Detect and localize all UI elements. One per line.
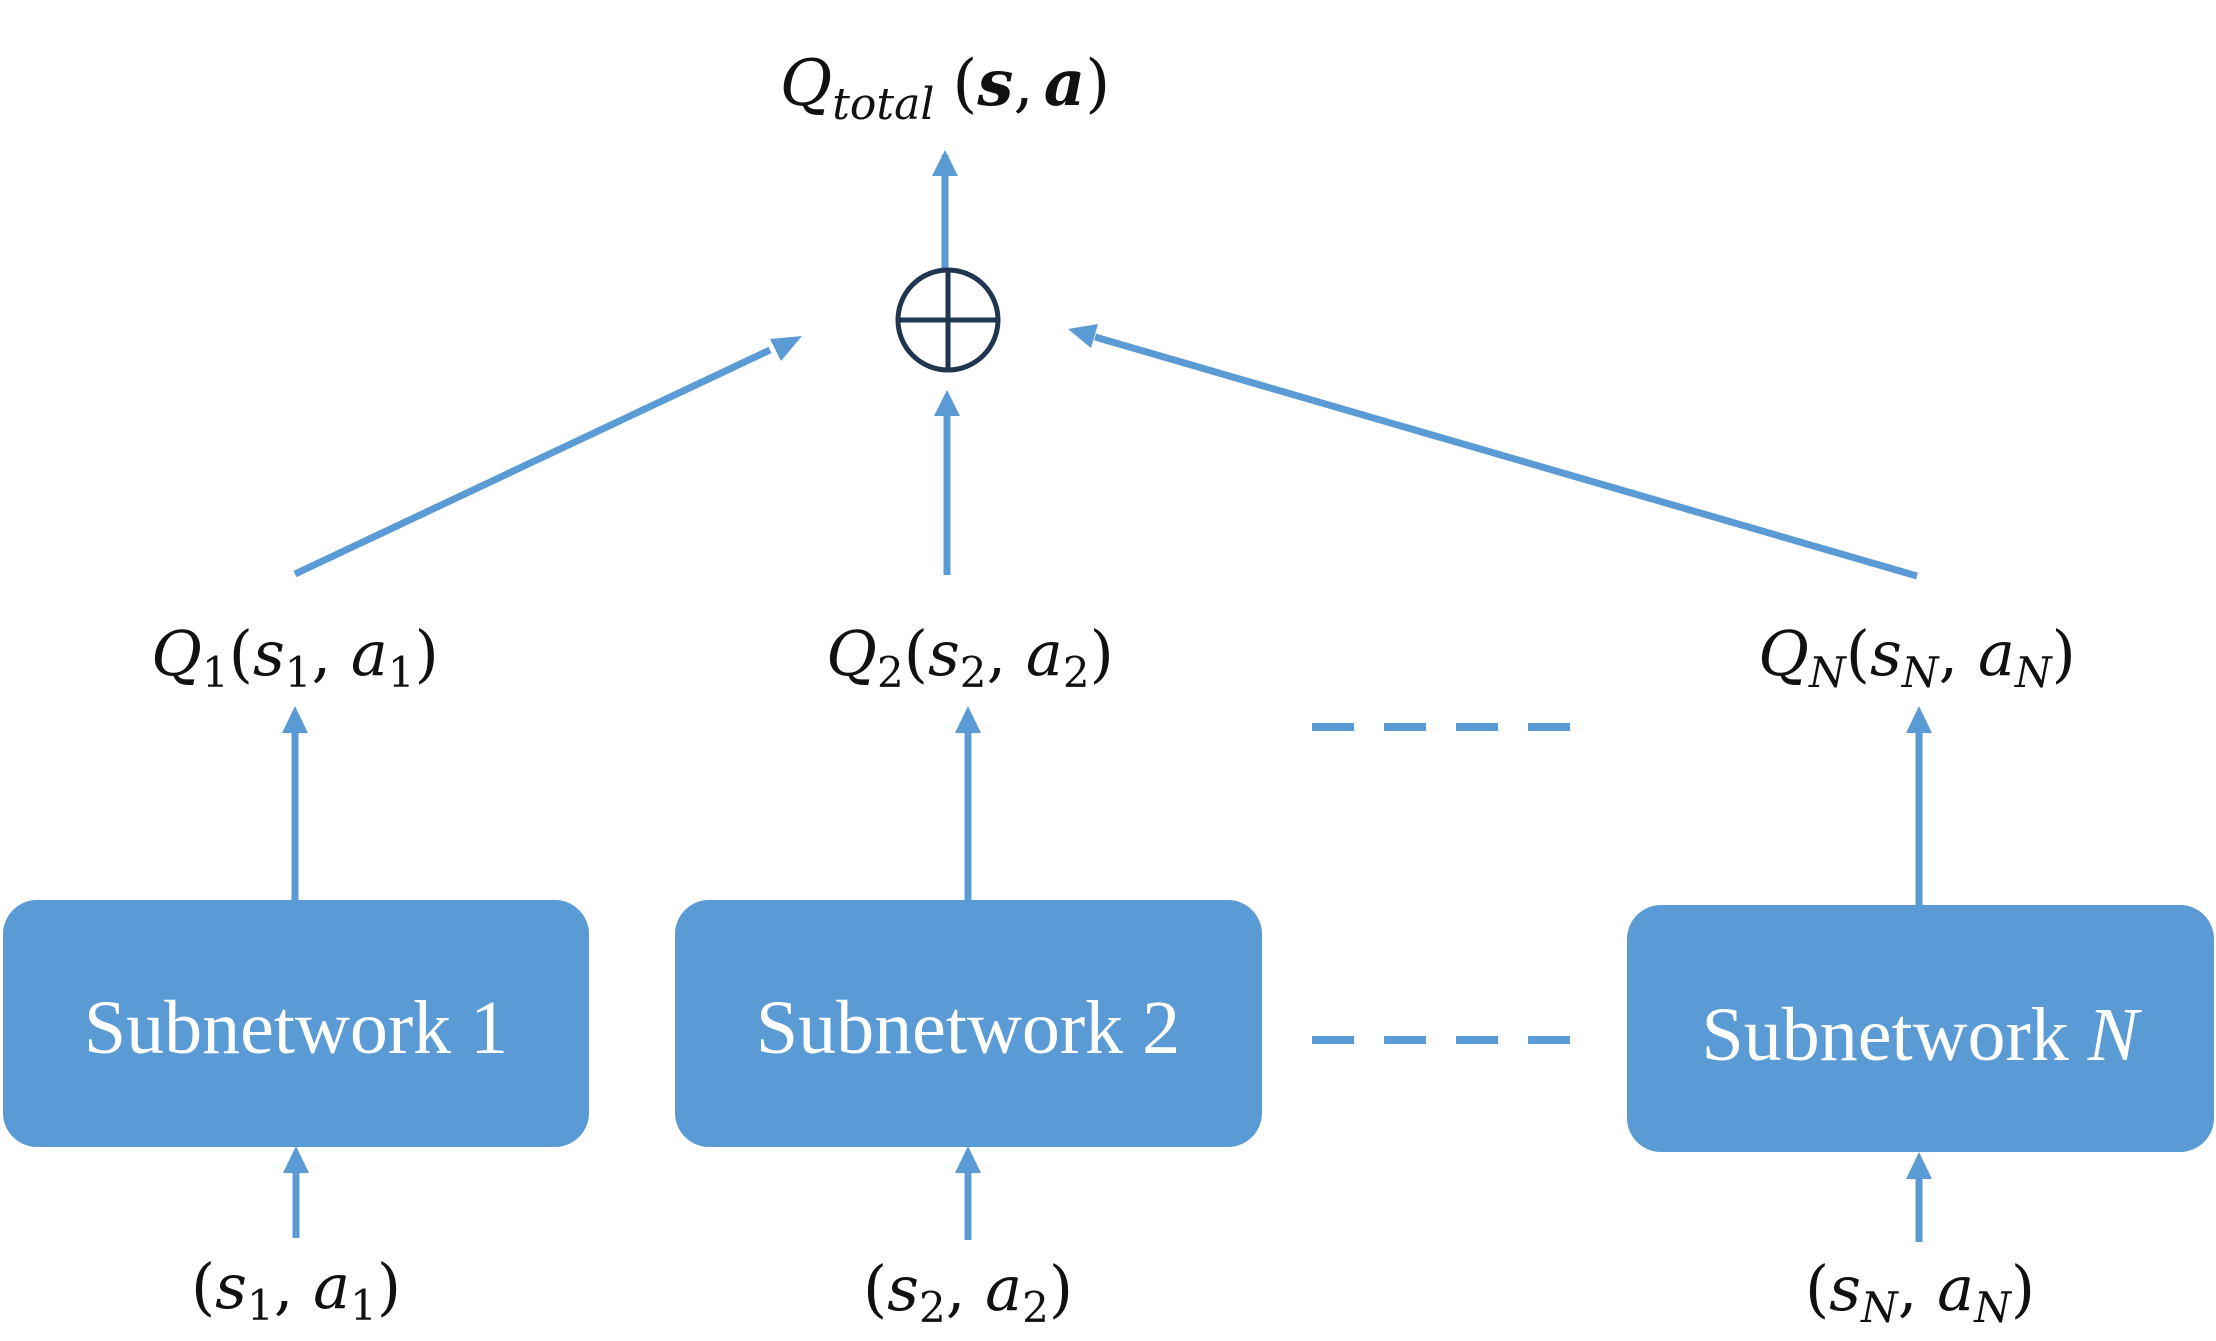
q-label-n: QN(sN, aN) — [1758, 617, 2076, 697]
input-label-1: (s1, a1) — [191, 1250, 401, 1330]
subnetwork-box-1: Subnetwork 1 — [3, 900, 589, 1147]
input-label-n: (sN, aN) — [1805, 1252, 2035, 1332]
q2-a: a — [1026, 617, 1063, 690]
inputn-s: s — [1829, 1252, 1861, 1325]
qn-s: s — [1870, 617, 1902, 690]
inputn-a: a — [1937, 1252, 1974, 1325]
output-q: Q — [780, 47, 832, 121]
subnetwork-box-2: Subnetwork 2 — [675, 900, 1262, 1147]
input2-a: a — [985, 1252, 1022, 1325]
output-close-paren: ) — [1085, 47, 1110, 121]
arrowhead-input2-to-subnet2 — [955, 1146, 981, 1173]
arrow-q1-to-sum — [293, 346, 772, 578]
circled-plus-icon — [895, 267, 1001, 373]
q1-a-subscript: 1 — [388, 648, 415, 697]
arrowhead-subnetn-to-qn — [1906, 706, 1932, 733]
arrowhead-sum-to-output — [932, 150, 958, 176]
q2-a-subscript: 2 — [1063, 648, 1090, 697]
input2-open: ( — [863, 1252, 887, 1325]
inputn-s-subscript: N — [1860, 1283, 1899, 1332]
input2-close: ) — [1049, 1252, 1073, 1325]
input1-a-subscript: 1 — [350, 1281, 377, 1330]
inputn-comma: , — [1898, 1252, 1937, 1325]
inputn-close: ) — [2011, 1252, 2035, 1325]
arrowhead-inputn-to-subnetn — [1906, 1152, 1932, 1179]
qn-a: a — [1978, 617, 2015, 690]
svg-text:Subnetwork 1: Subnetwork 1 — [84, 986, 508, 1070]
output-open-paren: ( — [952, 47, 977, 121]
qn-q: Q — [1758, 617, 1809, 690]
q-label-2: Q2(s2, a2) — [826, 617, 1114, 697]
qn-open: ( — [1846, 617, 1870, 690]
qn-s-subscript: N — [1901, 648, 1940, 697]
subnetwork-1-label: Subnetwork — [84, 986, 470, 1070]
output-label: Qtotal (s,a) — [780, 46, 1110, 130]
svg-text:Subnetwork N: Subnetwork N — [1701, 993, 2142, 1077]
q2-q: Q — [826, 617, 877, 690]
input2-s-subscript: 2 — [919, 1283, 946, 1332]
output-a: a — [1044, 46, 1085, 121]
q-label-1: Q1(s1, a1) — [151, 617, 439, 697]
input2-a-subscript: 2 — [1022, 1283, 1049, 1332]
arrowhead-q1-to-sum — [770, 336, 802, 361]
q1-q: Q — [151, 617, 202, 690]
subnetwork-2-label: Subnetwork — [756, 986, 1142, 1070]
arrowhead-subnet2-to-q2 — [955, 706, 981, 733]
output-s: s — [976, 46, 1013, 121]
subnetwork-n-label: Subnetwork — [1701, 993, 2087, 1077]
input2-comma: , — [946, 1252, 985, 1325]
q1-subscript: 1 — [202, 648, 229, 697]
q2-subscript: 2 — [877, 648, 904, 697]
input2-s: s — [887, 1252, 919, 1325]
q2-s-subscript: 2 — [960, 648, 987, 697]
q2-s: s — [928, 617, 960, 690]
qn-subscript: N — [1808, 648, 1847, 697]
arrow-qn-to-sum — [1094, 333, 1918, 580]
input1-s: s — [215, 1250, 247, 1323]
arrowhead-qn-to-sum — [1068, 324, 1098, 348]
qn-a-subscript: N — [2014, 648, 2053, 697]
arrowhead-input1-to-subnet1 — [283, 1146, 309, 1173]
output-comma: , — [1013, 47, 1033, 121]
q1-close: ) — [415, 617, 439, 690]
input1-s-subscript: 1 — [247, 1281, 274, 1330]
subnetwork-1-index: 1 — [470, 986, 508, 1070]
subnetwork-n-index: N — [2087, 993, 2143, 1077]
inputn-a-subscript: N — [1973, 1283, 2012, 1332]
arrowhead-subnet1-to-q1 — [282, 706, 308, 733]
output-q-subscript: total — [832, 79, 934, 130]
arrowhead-q2-to-sum — [934, 390, 960, 416]
q1-comma: , — [312, 617, 351, 690]
q1-s: s — [253, 617, 285, 690]
subnetwork-2-index: 2 — [1142, 986, 1180, 1070]
q2-close: ) — [1090, 617, 1114, 690]
input1-comma: , — [274, 1250, 313, 1323]
inputn-open: ( — [1805, 1252, 1829, 1325]
q1-a: a — [351, 617, 388, 690]
q2-comma: , — [987, 617, 1026, 690]
q2-open: ( — [904, 617, 928, 690]
input1-a: a — [313, 1250, 350, 1323]
q1-s-subscript: 1 — [285, 648, 312, 697]
input-label-2: (s2, a2) — [863, 1252, 1073, 1332]
q1-open: ( — [229, 617, 253, 690]
qn-close: ) — [2052, 617, 2076, 690]
svg-text:Subnetwork 2: Subnetwork 2 — [756, 986, 1180, 1070]
subnetwork-box-n: Subnetwork N — [1627, 905, 2214, 1152]
input1-close: ) — [377, 1250, 401, 1323]
input1-open: ( — [191, 1250, 215, 1323]
qn-comma: , — [1939, 617, 1978, 690]
